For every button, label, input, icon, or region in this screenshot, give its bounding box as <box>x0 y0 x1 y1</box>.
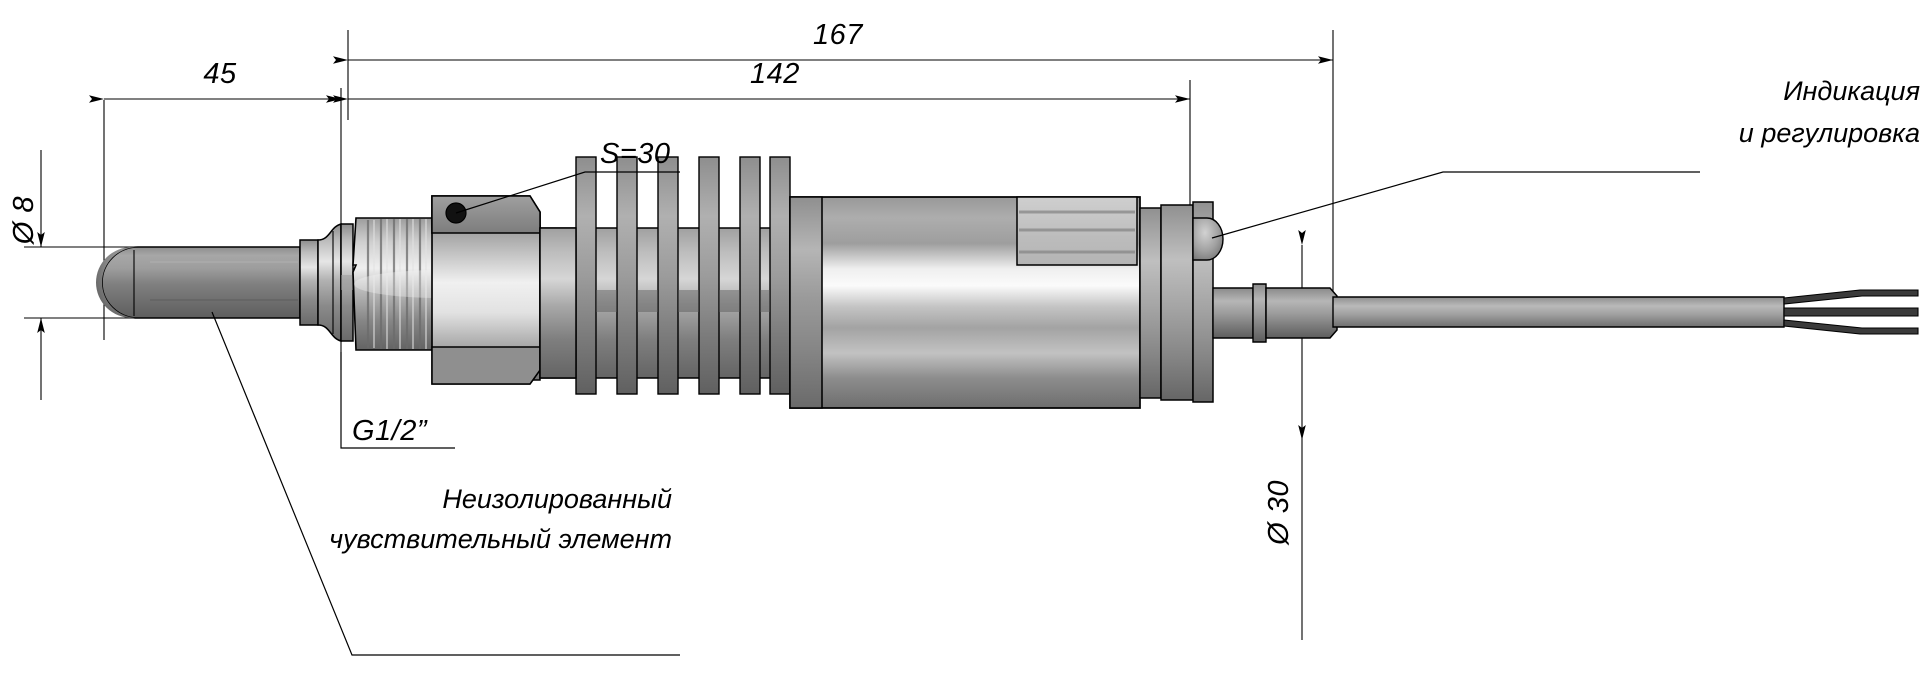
callout-thread: G1/2” <box>340 352 455 449</box>
callout-hex-size: S=30 <box>455 138 680 214</box>
dimension-142: 142 <box>333 58 1190 103</box>
rear-cap-assembly <box>1139 201 1224 403</box>
dimension-diameter-8-label: Ø 8 <box>8 196 40 245</box>
adjustment-screw[interactable] <box>1192 217 1224 261</box>
probe-tip <box>96 247 138 318</box>
cooling-fin-stack <box>539 156 791 395</box>
display-window-lines <box>1019 210 1135 254</box>
fins <box>575 156 791 395</box>
collar-taper <box>317 223 342 342</box>
gland-flange <box>1252 283 1267 343</box>
wire-bottom <box>1783 319 1919 335</box>
cable-gland-assembly <box>1212 283 1919 343</box>
collar-step-1 <box>299 239 319 326</box>
fin <box>616 156 638 395</box>
callout-indication-line2: и регулировка <box>1739 118 1920 148</box>
dimension-diameter-30-label: Ø 30 <box>1263 480 1295 546</box>
dimension-45-label: 45 <box>203 58 237 90</box>
wire-top <box>1783 289 1919 305</box>
dimension-45: 45 <box>89 58 341 103</box>
rear-collar-1 <box>1139 207 1162 399</box>
callout-sensing-element-line1: Неизолированный <box>442 484 672 514</box>
thread-crests <box>366 219 422 349</box>
dimension-167: 167 <box>333 19 1333 64</box>
fin <box>769 156 791 395</box>
cable-conductors <box>1783 289 1919 335</box>
callout-thread-label: G1/2” <box>352 415 428 447</box>
gland-neck <box>1212 287 1254 339</box>
thread-highlights <box>373 219 427 349</box>
dimension-142-label: 142 <box>750 58 800 90</box>
fin <box>575 156 597 395</box>
gland-body <box>1265 287 1338 339</box>
hex-nut <box>431 195 541 385</box>
dimension-diameter-8: Ø 8 <box>8 150 45 400</box>
output-cable <box>1332 296 1785 328</box>
callout-indication: Индикация и регулировка <box>1211 76 1920 239</box>
probe-rod-assembly <box>96 246 301 319</box>
fin-gap-shading <box>596 290 770 312</box>
rear-collar-2 <box>1160 204 1194 401</box>
callout-sensing-element-line2: чувствительный элемент <box>329 524 672 554</box>
dimension-diameter-30: Ø 30 <box>1263 230 1306 546</box>
callout-indication-line1: Индикация <box>1783 76 1920 106</box>
probe-rod <box>101 246 301 319</box>
callout-sensing-element: Неизолированный чувствительный элемент <box>211 311 680 656</box>
fin <box>698 156 720 395</box>
hex-nut-bottom-chamfer <box>431 346 541 385</box>
probe-transition-collar <box>299 223 342 342</box>
wire-middle <box>1783 307 1919 317</box>
dimension-167-label: 167 <box>813 19 864 51</box>
electronics-housing <box>789 196 1141 409</box>
fin <box>657 156 679 395</box>
fin-front-face <box>539 227 577 379</box>
housing-front-collar <box>789 196 823 409</box>
fin <box>739 156 761 395</box>
callout-hex-size-label: S=30 <box>600 138 671 170</box>
